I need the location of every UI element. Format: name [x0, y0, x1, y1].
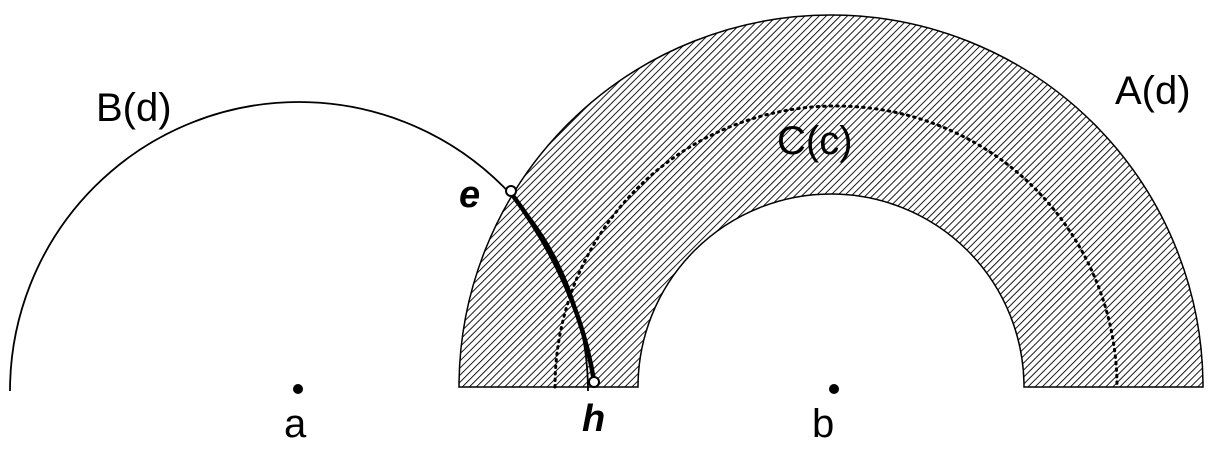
label-circle-b: B(d) [96, 86, 172, 130]
label-circle-c: C(c) [777, 119, 853, 163]
label-circle-a: A(d) [1115, 69, 1191, 113]
center-b-dot [829, 384, 839, 394]
label-center-a: a [284, 402, 307, 446]
point-h-marker [588, 376, 600, 388]
center-a-dot [293, 384, 303, 394]
circle-b-arc [9, 101, 589, 392]
point-e-marker [505, 185, 517, 197]
annulus-region [458, 14, 1204, 388]
circle-c-dotted [553, 104, 1119, 389]
label-center-b: b [812, 402, 834, 446]
label-point-e: e [459, 174, 480, 216]
arc-e-h [508, 190, 597, 384]
label-point-h: h [582, 398, 605, 440]
